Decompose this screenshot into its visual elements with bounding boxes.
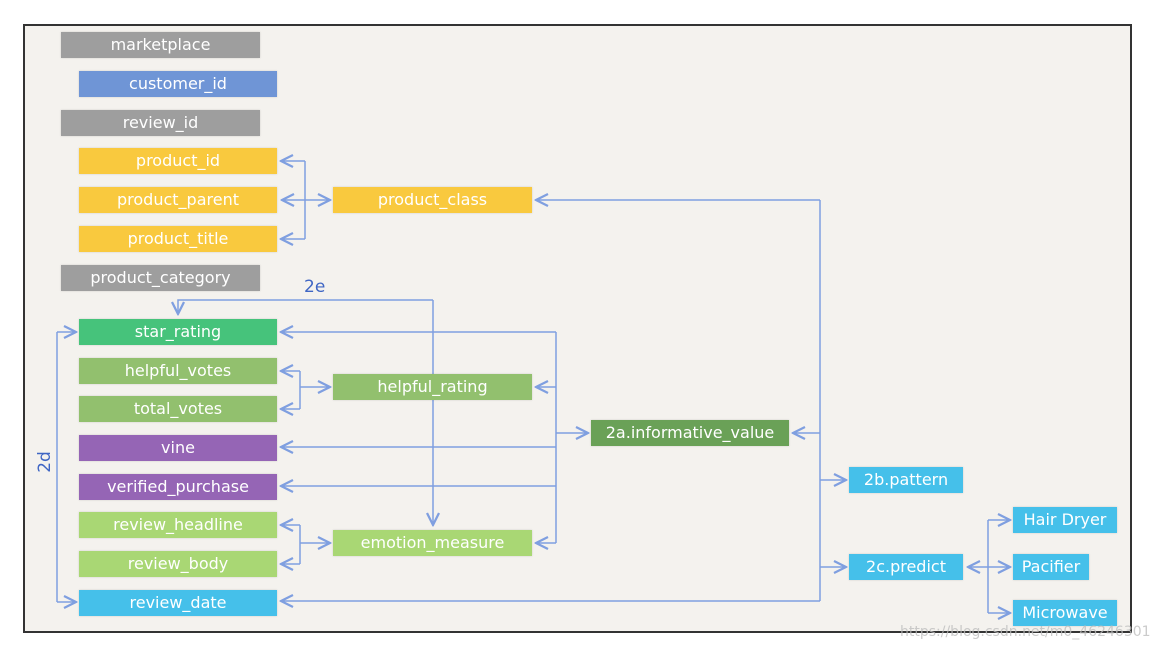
node-review-id: review_id: [61, 110, 260, 136]
node-product-parent: product_parent: [79, 187, 277, 213]
node-informative-value: 2a.informative_value: [591, 420, 789, 446]
node-helpful-rating: helpful_rating: [333, 374, 532, 400]
node-review-headline: review_headline: [79, 512, 277, 538]
node-product-class: product_class: [333, 187, 532, 213]
node-emotion-measure: emotion_measure: [333, 530, 532, 556]
label-2d: 2d: [34, 451, 55, 473]
node-total-votes: total_votes: [79, 396, 277, 422]
node-pacifier: Pacifier: [1013, 554, 1089, 580]
node-review-date: review_date: [79, 590, 277, 616]
node-pattern: 2b.pattern: [849, 467, 963, 493]
node-product-title: product_title: [79, 226, 277, 252]
node-predict: 2c.predict: [849, 554, 963, 580]
label-2e: 2e: [304, 277, 326, 297]
watermark: https://blog.csdn.net/m0_46246301: [900, 624, 1151, 640]
node-microwave: Microwave: [1013, 600, 1117, 626]
node-product-category: product_category: [61, 265, 260, 291]
node-star-rating: star_rating: [79, 319, 277, 345]
node-verified-purchase: verified_purchase: [79, 474, 277, 500]
node-helpful-votes: helpful_votes: [79, 358, 277, 384]
node-hair-dryer: Hair Dryer: [1013, 507, 1117, 533]
node-product-id: product_id: [79, 148, 277, 174]
node-vine: vine: [79, 435, 277, 461]
node-review-body: review_body: [79, 551, 277, 577]
node-customer-id: customer_id: [79, 71, 277, 97]
node-marketplace: marketplace: [61, 32, 260, 58]
